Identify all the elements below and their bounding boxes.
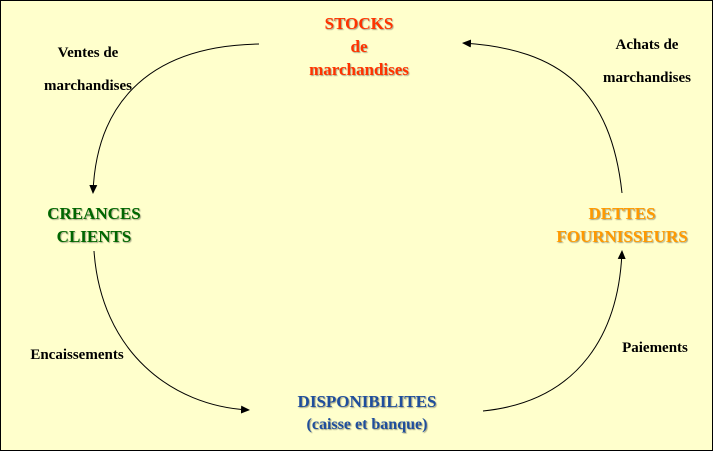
- label-ventes-line1: Ventes de: [57, 45, 119, 61]
- node-stocks: STOCKS de marchandises: [301, 12, 417, 81]
- label-ventes-de-marchandises: Ventes de marchandises: [23, 39, 153, 101]
- node-dettes-fournisseurs: DETTES FOURNISSEURS: [547, 202, 697, 248]
- label-encaissements: Encaissements: [13, 341, 141, 370]
- node-stocks-line3: marchandises: [309, 60, 409, 79]
- node-disponibilites-line2: (caisse et banque): [306, 416, 428, 433]
- arrow-ventes: [89, 43, 260, 194]
- node-creances-line1: CREANCES: [47, 204, 141, 223]
- node-creances-line2: CLIENTS: [56, 227, 132, 246]
- node-dettes-line1: DETTES: [588, 204, 656, 223]
- label-ventes-line2: marchandises: [43, 78, 133, 94]
- label-achats-line2: marchandises: [602, 70, 692, 86]
- arrow-encaissements: [93, 250, 250, 414]
- node-dettes-line2: FOURNISSEURS: [556, 227, 688, 246]
- node-disponibilites: DISPONIBILITES (caisse et banque): [277, 390, 457, 436]
- node-creances-clients: CREANCES CLIENTS: [31, 202, 157, 248]
- node-disponibilites-line1: DISPONIBILITES: [297, 392, 437, 411]
- label-paiements-text: Paiements: [622, 340, 688, 356]
- label-encaissements-text: Encaissements: [30, 347, 124, 363]
- label-achats-line1: Achats de: [615, 37, 679, 53]
- arrow-achats: [462, 39, 623, 194]
- node-stocks-line1: STOCKS: [324, 14, 394, 33]
- node-stocks-line2: de: [350, 37, 368, 56]
- arrow-paiements: [482, 250, 626, 412]
- label-achats-de-marchandises: Achats de marchandises: [583, 31, 711, 93]
- label-paiements: Paiements: [605, 334, 705, 363]
